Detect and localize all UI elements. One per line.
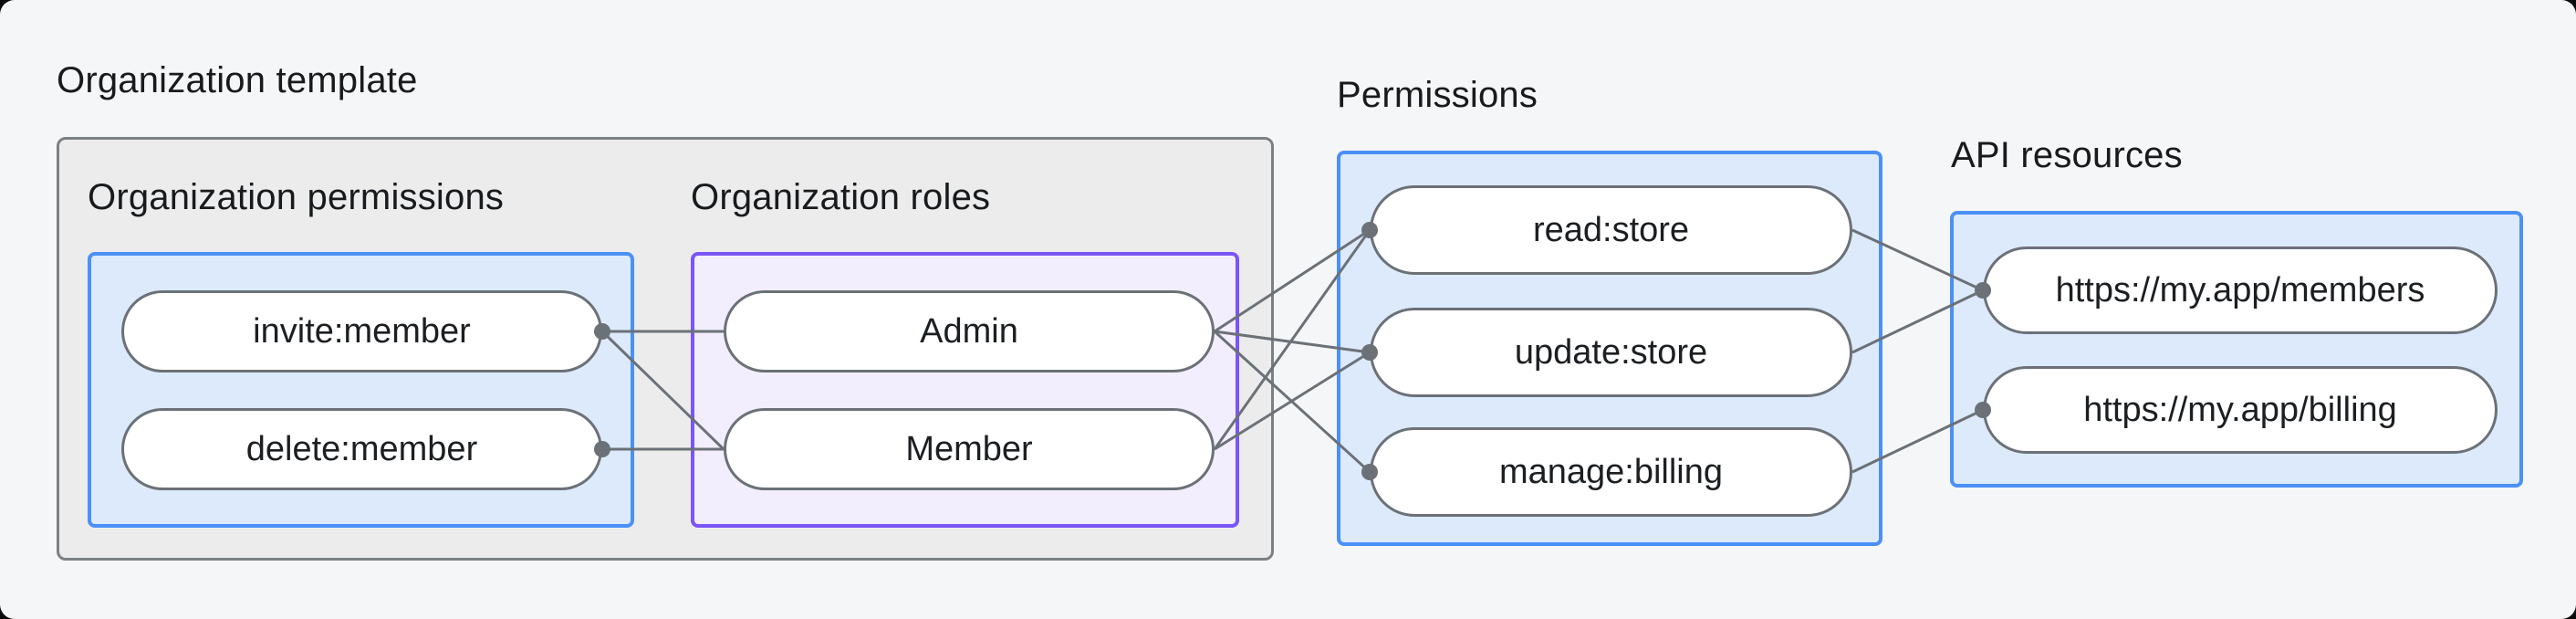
node-update-store: update:store bbox=[1370, 308, 1852, 397]
node-invite-member: invite:member bbox=[121, 290, 602, 372]
org-roles-title: Organization roles bbox=[691, 177, 991, 217]
node-manage-billing-label: manage:billing bbox=[1498, 452, 1724, 491]
node-admin-label: Admin bbox=[920, 311, 1018, 351]
permissions-title: Permissions bbox=[1337, 75, 1538, 115]
node-admin: Admin bbox=[724, 290, 1215, 372]
node-member-label: Member bbox=[905, 429, 1033, 468]
org-template-title: Organization template bbox=[57, 60, 418, 100]
node-read-store-label: read:store bbox=[1532, 210, 1690, 249]
node-api-members: https://my.app/members bbox=[1983, 247, 2498, 334]
node-member: Member bbox=[724, 408, 1215, 490]
node-delete-member-label: delete:member bbox=[245, 429, 478, 468]
org-permissions-title: Organization permissions bbox=[88, 177, 505, 217]
api-resources-title: API resources bbox=[1951, 135, 2183, 175]
node-delete-member: delete:member bbox=[121, 408, 602, 490]
node-api-billing-label: https://my.app/billing bbox=[2083, 390, 2397, 429]
node-read-store: read:store bbox=[1370, 185, 1852, 275]
node-api-members-label: https://my.app/members bbox=[2055, 270, 2425, 310]
node-manage-billing: manage:billing bbox=[1370, 427, 1852, 517]
node-api-billing: https://my.app/billing bbox=[1983, 366, 2498, 454]
node-invite-member-label: invite:member bbox=[253, 311, 471, 351]
node-update-store-label: update:store bbox=[1514, 332, 1708, 372]
